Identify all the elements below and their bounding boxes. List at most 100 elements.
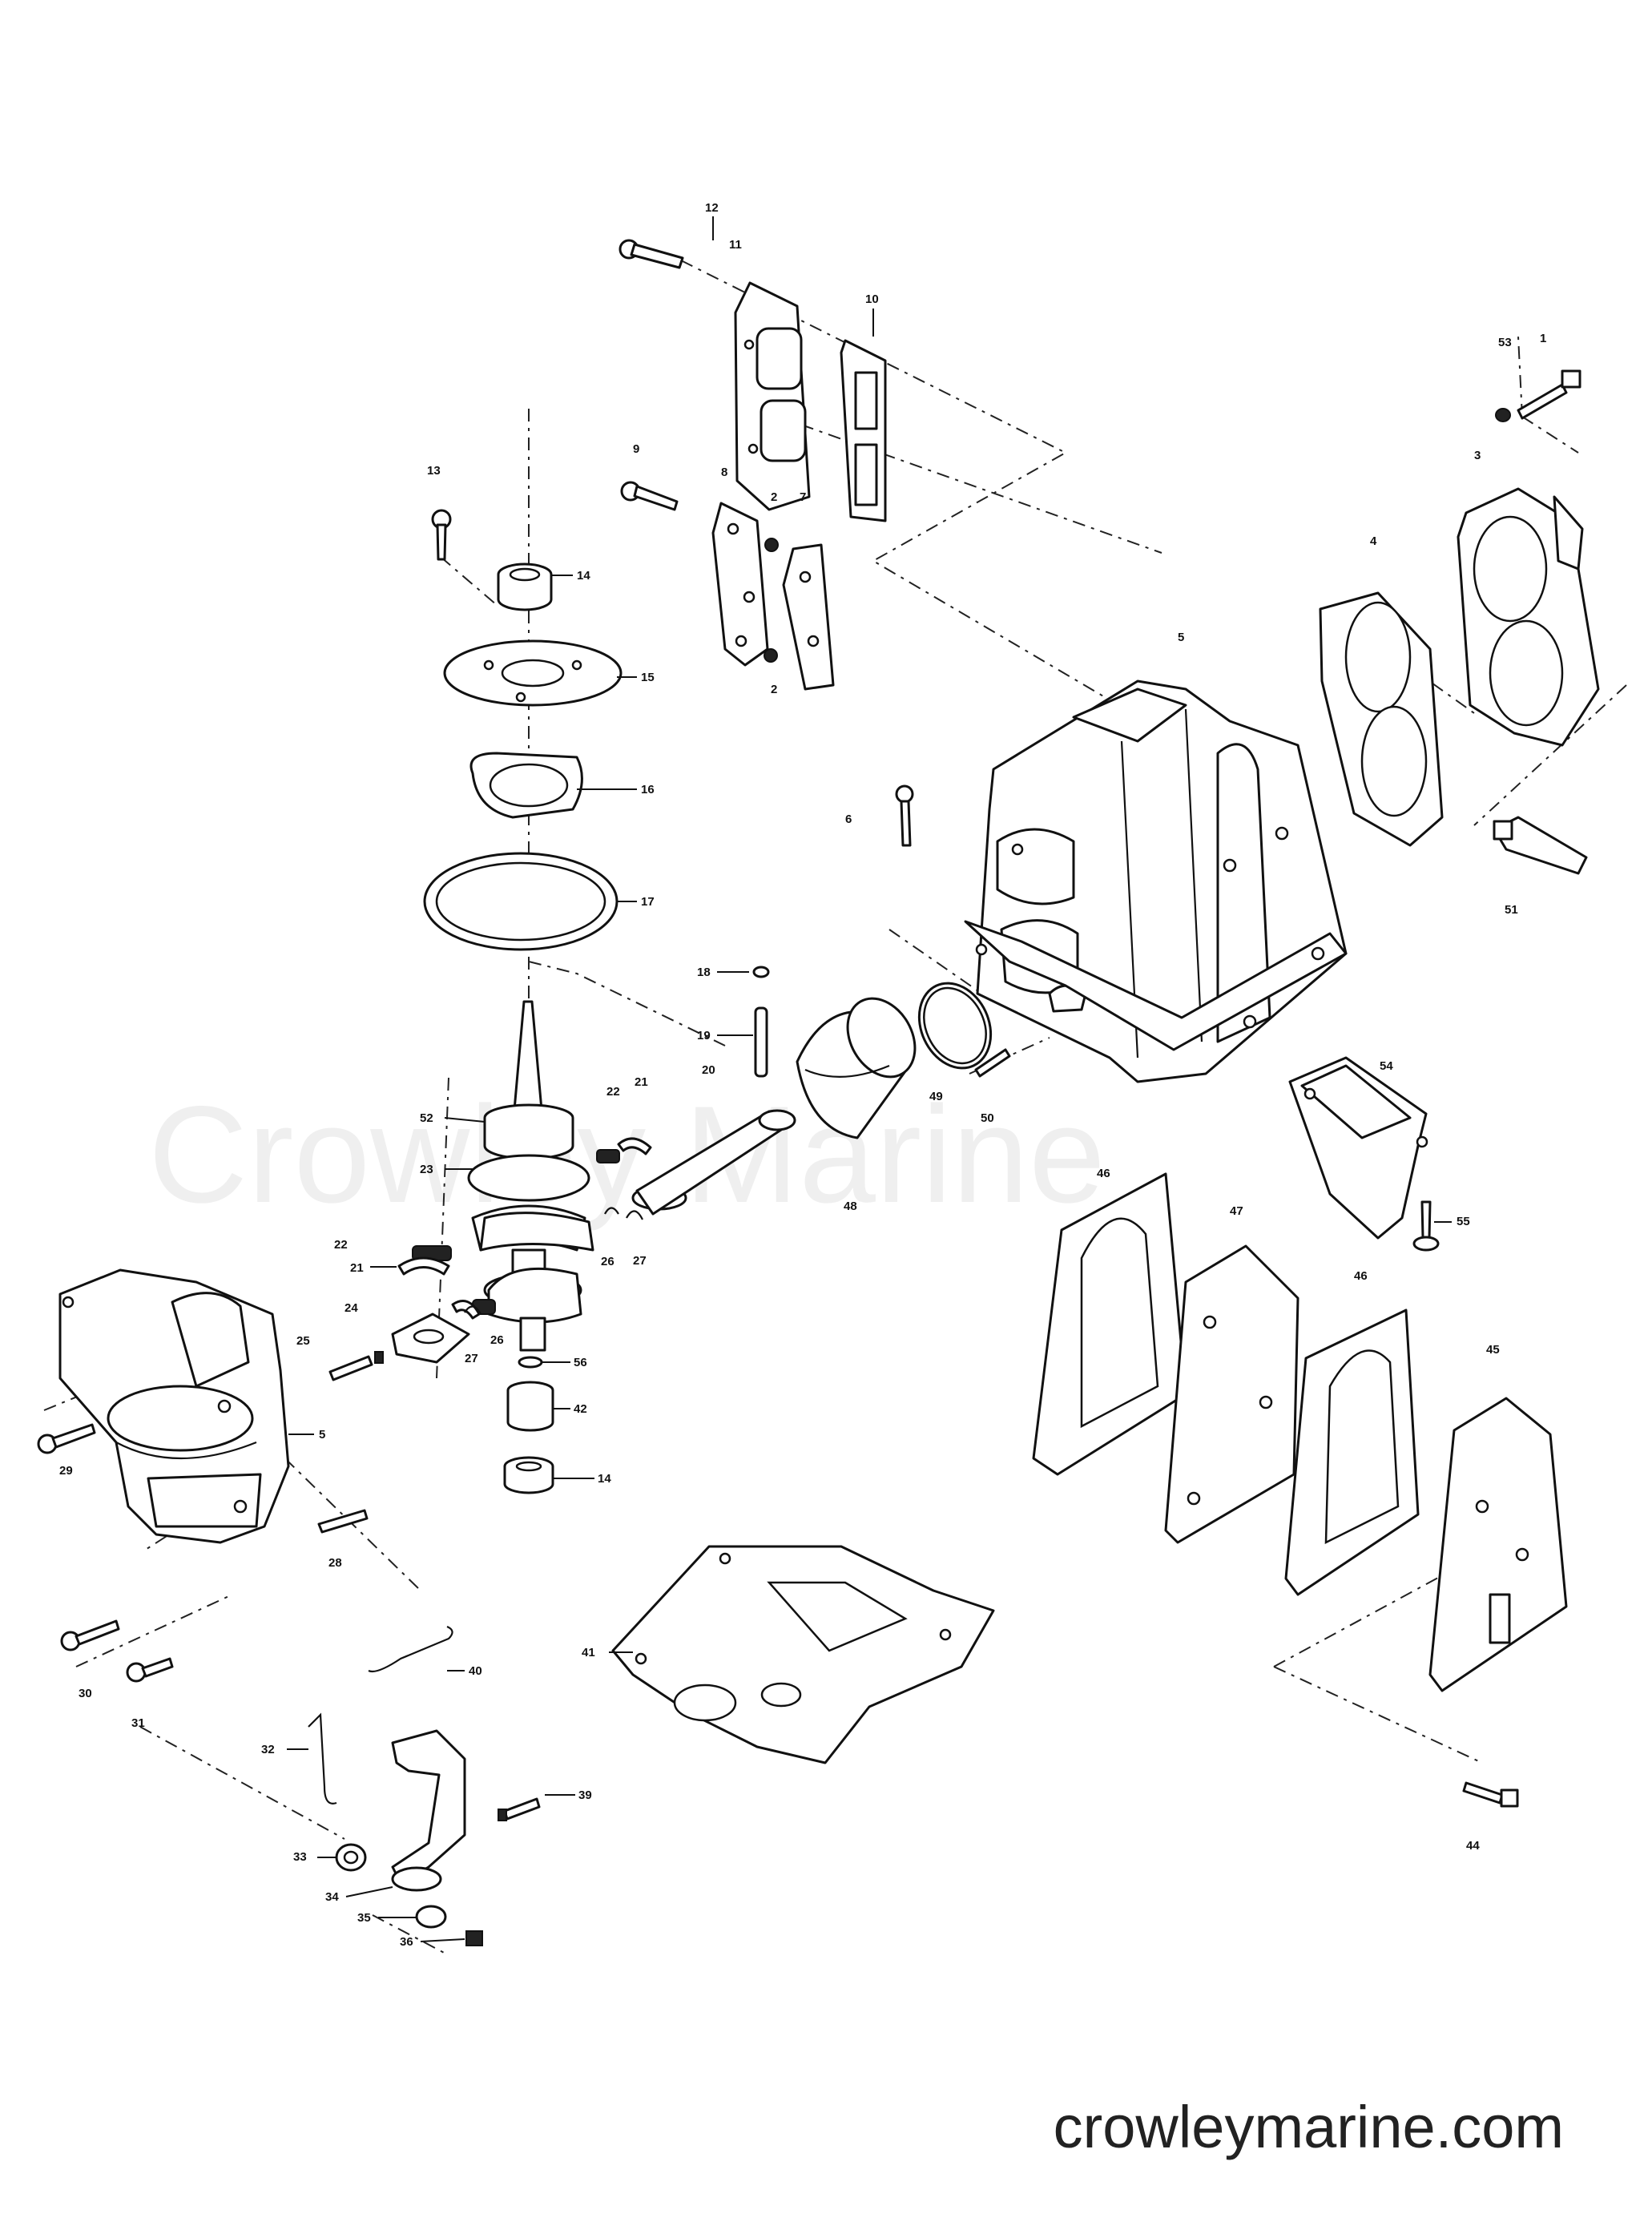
part-30-screw [60, 1619, 120, 1651]
part-33-bushing [335, 1843, 367, 1872]
callout-2a: 2 [771, 490, 777, 504]
callout-13: 13 [427, 464, 441, 478]
callout-1: 1 [1540, 332, 1546, 345]
part-51-spark-plug [1493, 816, 1588, 875]
part-54-cover [1288, 1056, 1428, 1240]
callout-14b: 14 [598, 1472, 611, 1486]
part-6-screw [895, 784, 914, 847]
callout-6: 6 [845, 813, 852, 826]
part-3-cylinder-head [1457, 487, 1600, 747]
part-5-cylinder-block [964, 679, 1348, 1083]
callout-2b: 2 [771, 683, 777, 696]
callout-10: 10 [865, 292, 879, 306]
part-41-gasket [611, 1545, 995, 1764]
callout-44: 44 [1466, 1839, 1480, 1853]
part-8-reed-plate [711, 502, 769, 667]
part-25-screw [328, 1351, 384, 1381]
callout-39: 39 [578, 1788, 592, 1802]
part-14-seal-lower [503, 1456, 554, 1494]
part-23-crankshaft [467, 1000, 594, 1352]
part-31-screw [126, 1657, 174, 1683]
part-55-screw [1412, 1200, 1440, 1252]
part-53-washer [1495, 408, 1511, 422]
part-18-clip [752, 966, 770, 978]
part-15-retainer-plate [443, 639, 623, 707]
callout-45: 45 [1486, 1343, 1500, 1357]
site-url: crowleymarine.com [1053, 2094, 1564, 2160]
callout-28: 28 [328, 1556, 342, 1570]
part-7-reed-stop [782, 543, 835, 691]
callout-4: 4 [1370, 534, 1377, 548]
callout-21b: 21 [350, 1261, 364, 1275]
callout-46a: 46 [1097, 1167, 1110, 1180]
callout-36: 36 [400, 1935, 413, 1949]
callout-19: 19 [697, 1029, 711, 1042]
part-13-screw [431, 509, 452, 561]
callout-53: 53 [1498, 336, 1512, 349]
part-45-plate [1428, 1397, 1568, 1692]
callout-5a: 5 [1178, 631, 1184, 644]
callout-49: 49 [929, 1090, 943, 1103]
part-21-22-bearings [397, 1137, 652, 1320]
callout-33: 33 [293, 1850, 307, 1864]
callout-52: 52 [420, 1111, 433, 1125]
part-17-gasket [423, 852, 618, 951]
part-16-gasket [469, 752, 583, 819]
callout-55: 55 [1457, 1215, 1470, 1228]
part-9-screw [620, 481, 679, 511]
callout-47: 47 [1230, 1204, 1243, 1218]
part-47-plate [1164, 1244, 1299, 1544]
callout-7: 7 [800, 490, 806, 504]
callout-25: 25 [296, 1334, 310, 1348]
callout-35: 35 [357, 1911, 371, 1925]
part-10-gasket [840, 339, 887, 522]
callout-26a: 26 [601, 1255, 614, 1268]
callout-5b: 5 [319, 1428, 325, 1442]
callout-56: 56 [574, 1356, 587, 1369]
callout-50: 50 [981, 1111, 994, 1125]
callout-41: 41 [582, 1646, 595, 1659]
part-35-washer [415, 1905, 447, 1929]
part-56-ring [518, 1356, 543, 1369]
part-19-piston-pin [754, 1006, 768, 1078]
callout-46b: 46 [1354, 1269, 1368, 1283]
part-49-piston-ring [917, 982, 993, 1070]
part-50-pin [974, 1048, 1011, 1078]
callout-32: 32 [261, 1743, 275, 1756]
callout-3: 3 [1474, 449, 1481, 462]
callout-18: 18 [697, 966, 711, 979]
callout-24: 24 [345, 1301, 358, 1315]
callout-23: 23 [420, 1163, 433, 1176]
part-11-reed-block [734, 281, 811, 511]
callout-26b: 26 [490, 1333, 504, 1347]
part-44-bolt [1462, 1781, 1519, 1808]
callout-42: 42 [574, 1402, 587, 1416]
part-2-washers [764, 538, 779, 663]
part-34-throttle-arm [391, 1729, 466, 1892]
callout-15: 15 [641, 671, 655, 684]
callout-30: 30 [79, 1687, 92, 1700]
watermark: Crowley Marine [148, 1078, 1106, 1232]
part-24-cap [391, 1313, 470, 1364]
part-29-screw [37, 1423, 96, 1454]
callout-17: 17 [641, 895, 655, 909]
part-5-crankcase [58, 1268, 290, 1544]
callout-51: 51 [1505, 903, 1518, 917]
part-1-bolt [1517, 369, 1581, 420]
callout-9: 9 [633, 442, 639, 456]
part-28-stud [317, 1509, 369, 1534]
callout-27b: 27 [465, 1352, 478, 1365]
part-4-head-gasket [1319, 591, 1444, 847]
part-46-gasket-a [1032, 1172, 1187, 1476]
callout-8: 8 [721, 466, 727, 479]
callout-40: 40 [469, 1664, 482, 1678]
callout-14a: 14 [577, 569, 590, 583]
callout-22a: 22 [606, 1085, 620, 1099]
callout-31: 31 [131, 1716, 145, 1730]
part-42-bearing [506, 1381, 554, 1432]
callout-11: 11 [729, 238, 742, 252]
part-32-spring [308, 1712, 337, 1805]
callout-54: 54 [1380, 1059, 1393, 1073]
callout-34: 34 [325, 1890, 339, 1904]
